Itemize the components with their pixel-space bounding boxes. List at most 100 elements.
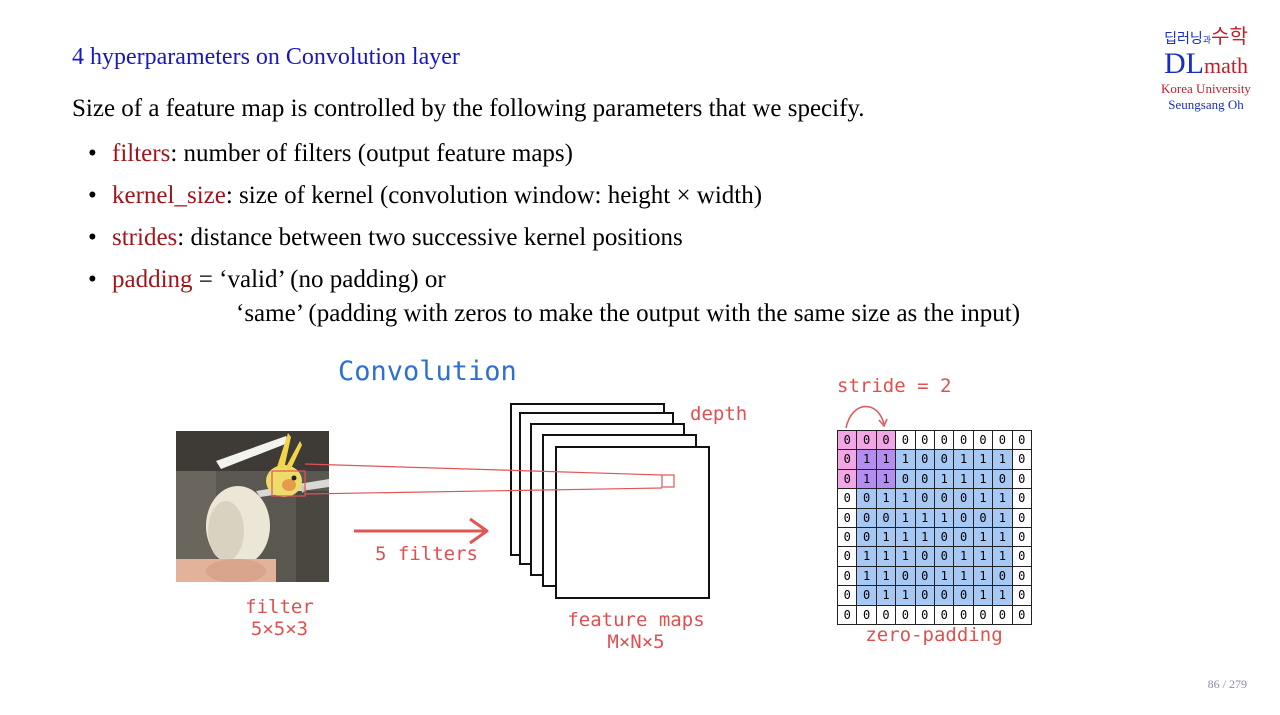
grid-cell: 0	[875, 507, 897, 528]
grid-cell: 0	[914, 449, 935, 470]
grid-cell: 0	[837, 468, 858, 490]
term-padding: padding	[112, 266, 193, 293]
grid-cell: 0	[934, 488, 955, 509]
term-filters: filters	[112, 140, 171, 167]
grid-cell: 0	[992, 565, 1013, 587]
page-number: 86 / 279	[1207, 677, 1247, 691]
grid-cell: 0	[837, 449, 858, 470]
grid-cell: 1	[875, 488, 897, 509]
grid-cell: 0	[895, 468, 916, 490]
grid-cell: 1	[992, 507, 1013, 528]
grid-cell: 1	[953, 468, 974, 490]
grid-cell: 0	[837, 430, 858, 451]
projection-line-top	[304, 463, 663, 476]
grid-cell: 0	[914, 488, 935, 509]
filter-caption: filter 5×5×3	[176, 596, 383, 640]
grid-cell: 1	[992, 546, 1013, 567]
grid-cell: 0	[1011, 546, 1032, 567]
grid-cell: 1	[934, 565, 955, 587]
grid-cell: 0	[1011, 527, 1032, 548]
grid-cell: 0	[837, 565, 858, 587]
grid-cell: 0	[837, 585, 858, 606]
filter-size: 5×5×3	[250, 618, 309, 640]
grid-cell: 1	[875, 449, 897, 470]
grid-cell: 0	[856, 604, 877, 625]
course-logo: 딥러닝과수학 DLmath Korea University Seungsang…	[1156, 20, 1256, 113]
grid-cell: 0	[856, 507, 877, 528]
grid-cell: 0	[1011, 430, 1032, 451]
list-item: filters: number of filters (output featu…	[88, 140, 762, 182]
grid-cell: 0	[895, 430, 916, 451]
grid-cell: 0	[914, 430, 935, 451]
grid-cell: 0	[837, 488, 858, 509]
grid-cell: 0	[934, 449, 955, 470]
grid-cell: 1	[972, 565, 994, 587]
grid-cell: 0	[992, 604, 1013, 625]
grid-cell: 0	[856, 527, 877, 548]
grid-cell: 0	[992, 468, 1013, 490]
grid-cell: 0	[953, 507, 974, 528]
logo-dlmath: DLmath	[1156, 49, 1256, 81]
parameter-list: filters: number of filters (output featu…	[88, 140, 762, 308]
grid-cell: 1	[992, 449, 1013, 470]
grid-cell: 1	[875, 546, 897, 567]
grid-cell: 0	[953, 430, 974, 451]
grid-cell: 0	[953, 527, 974, 548]
term-description: : distance between two successive kernel…	[177, 224, 683, 251]
term-strides: strides	[112, 224, 178, 251]
grid-cell: 0	[992, 430, 1013, 451]
page-title: 4 hyperparameters on Convolution layer	[72, 44, 460, 70]
grid-cell: 1	[895, 546, 916, 567]
grid-cell: 0	[1011, 585, 1032, 606]
logo-dl: DL	[1164, 47, 1204, 80]
grid-cell: 0	[856, 488, 877, 509]
grid-cell: 1	[895, 507, 916, 528]
stride-arrow	[845, 405, 888, 429]
term-description: = ‘valid’ (no padding) or	[192, 266, 446, 293]
logo-author: Seungsang Oh	[1168, 97, 1244, 112]
grid-cell: 1	[972, 585, 994, 606]
grid-cell: 0	[875, 430, 897, 451]
feature-map-stack	[510, 403, 710, 599]
grid-cell: 0	[837, 546, 858, 567]
grid-cell: 1	[856, 565, 877, 587]
grid-cell: 0	[1011, 468, 1032, 490]
grid-cell: 0	[914, 546, 935, 567]
grid-cell: 0	[1011, 604, 1032, 625]
grid-cell: 1	[895, 585, 916, 606]
stride-label: stride = 2	[837, 375, 952, 397]
grid-cell: 0	[914, 565, 935, 587]
term-description: : size of kernel (convolution window: he…	[225, 182, 763, 209]
feature-maps-size: M×N×5	[607, 631, 665, 653]
grid-cell: 1	[972, 527, 994, 548]
grid-cell: 0	[837, 527, 858, 548]
grid-cell: 1	[856, 449, 877, 470]
logo-korean: 딥러닝과수학	[1156, 20, 1256, 49]
filters-arrow	[354, 517, 489, 545]
feature-map-front	[555, 446, 710, 599]
grid-cell: 1	[972, 449, 994, 470]
grid-cell: 1	[934, 468, 955, 490]
grid-cell: 1	[934, 507, 955, 528]
grid-cell: 0	[1011, 488, 1032, 509]
grid-cell: 0	[1011, 507, 1032, 528]
grid-cell: 0	[914, 468, 935, 490]
logo-korean-mid: 과	[1202, 35, 1212, 45]
filter-label: filter	[245, 596, 314, 618]
grid-cell: 1	[875, 585, 897, 606]
list-item: padding = ‘valid’ (no padding) or	[88, 266, 762, 308]
grid-cell: 0	[1011, 449, 1032, 470]
grid-cell: 0	[837, 507, 858, 528]
grid-cell: 0	[1011, 565, 1032, 587]
grid-cell: 1	[914, 527, 935, 548]
grid-cell: 1	[875, 527, 897, 548]
grid-cell: 1	[992, 585, 1013, 606]
cockatiel-image	[176, 431, 329, 582]
zero-padding-label: zero-padding	[865, 624, 1003, 646]
logo-korean-right: 수학	[1211, 26, 1248, 48]
filters-arrow-label: 5 filters	[375, 543, 478, 565]
grid-cell: 0	[953, 488, 974, 509]
feature-maps-caption: feature maps M×N×5	[550, 609, 722, 653]
intro-text: Size of a feature map is controlled by t…	[72, 95, 865, 122]
